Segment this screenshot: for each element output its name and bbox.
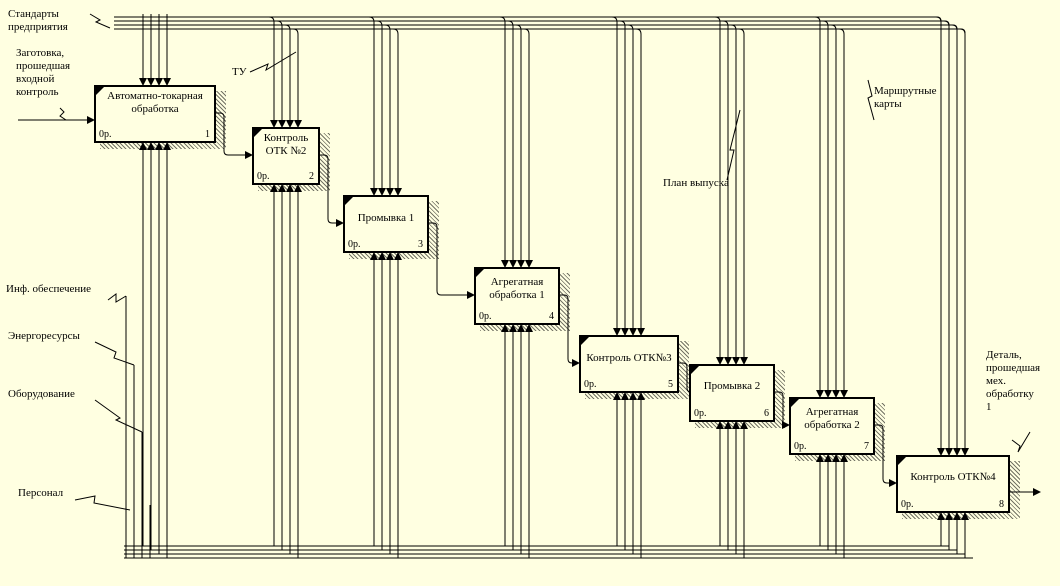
corner-mark xyxy=(898,457,906,465)
corner-mark xyxy=(345,197,353,205)
activity-number: 5 xyxy=(668,379,673,390)
activity-name: Агрегатная обработка 1 xyxy=(489,276,545,301)
callout-squiggle xyxy=(74,495,131,511)
label-tu: ТУ xyxy=(232,66,247,78)
activity-name: Промывка 1 xyxy=(357,212,415,224)
control-bend xyxy=(635,28,642,35)
callout-squiggle xyxy=(726,109,741,181)
control-bus xyxy=(114,20,950,26)
control-bus xyxy=(114,24,958,30)
callout-squiggle xyxy=(94,341,135,366)
activity-number: 4 xyxy=(549,311,554,322)
label-energy: Энергоресурсы xyxy=(8,330,80,342)
label-personnel: Персонал xyxy=(18,487,64,499)
activity-box-3[interactable]: Промывка 1 0р. 3 xyxy=(343,195,429,253)
corner-mark xyxy=(581,337,589,345)
activity-cost: 0р. xyxy=(584,379,597,390)
activity-name: Агрегатная обработка 2 xyxy=(804,406,860,431)
label-output: Деталь, прошедшая мех. обработку 1 xyxy=(986,349,1041,413)
callout-squiggle xyxy=(107,293,127,303)
label-plan: План выпуска xyxy=(663,177,729,189)
activity-name: Контроль ОТК№3 xyxy=(586,352,672,364)
activity-name: Промывка 2 xyxy=(703,380,761,392)
activity-box-2[interactable]: Контроль ОТК №2 0р. 2 xyxy=(252,127,320,185)
activity-number: 1 xyxy=(205,129,210,140)
activity-name: Контроль ОТК№4 xyxy=(910,471,996,483)
corner-mark xyxy=(691,366,699,374)
callout-squiggle xyxy=(89,13,111,29)
activity-cost: 0р. xyxy=(479,311,492,322)
activity-number: 2 xyxy=(309,171,314,182)
control-bus xyxy=(114,16,942,22)
control-bend xyxy=(292,28,299,35)
activity-cost: 0р. xyxy=(901,499,914,510)
activity-box-1[interactable]: Автоматно-токарная обработка 0р. 1 xyxy=(94,85,216,143)
label-info: Инф. обеспечение xyxy=(6,283,92,295)
label-standards: Стандарты предприятия xyxy=(8,8,68,33)
activity-cost: 0р. xyxy=(794,441,807,452)
activity-cost: 0р. xyxy=(257,171,270,182)
callout-squiggle xyxy=(249,51,297,73)
corner-mark xyxy=(791,399,799,407)
activity-name: Автоматно-токарная обработка xyxy=(107,90,203,115)
control-bus xyxy=(114,28,966,34)
callout-squiggle xyxy=(94,399,143,433)
activity-number: 8 xyxy=(999,499,1004,510)
corner-mark xyxy=(476,269,484,277)
label-equipment: Оборудование xyxy=(8,388,75,400)
activity-box-4[interactable]: Агрегатная обработка 1 0р. 4 xyxy=(474,267,560,325)
corner-mark xyxy=(96,87,104,95)
callout-squiggle xyxy=(59,107,67,121)
activity-box-6[interactable]: Промывка 2 0р. 6 xyxy=(689,364,775,422)
callout-squiggle xyxy=(867,79,875,121)
label-input: Заготовка, прошедшая входной контроль xyxy=(16,47,71,98)
activity-number: 7 xyxy=(864,441,869,452)
corner-mark xyxy=(254,129,262,137)
activity-number: 6 xyxy=(764,408,769,419)
activity-number: 3 xyxy=(418,239,423,250)
activity-name: Контроль ОТК №2 xyxy=(263,132,309,157)
control-bend xyxy=(838,28,845,35)
control-bend xyxy=(738,28,745,35)
activity-cost: 0р. xyxy=(99,129,112,140)
activity-cost: 0р. xyxy=(694,408,707,419)
control-bend xyxy=(392,28,399,35)
activity-cost: 0р. xyxy=(348,239,361,250)
callout-squiggle xyxy=(1011,431,1031,453)
label-routes: Маршрутные карты xyxy=(874,85,937,110)
activity-box-5[interactable]: Контроль ОТК№3 0р. 5 xyxy=(579,335,679,393)
control-bend xyxy=(523,28,530,35)
activity-box-7[interactable]: Агрегатная обработка 2 0р. 7 xyxy=(789,397,875,455)
activity-box-8[interactable]: Контроль ОТК№4 0р. 8 xyxy=(896,455,1010,513)
